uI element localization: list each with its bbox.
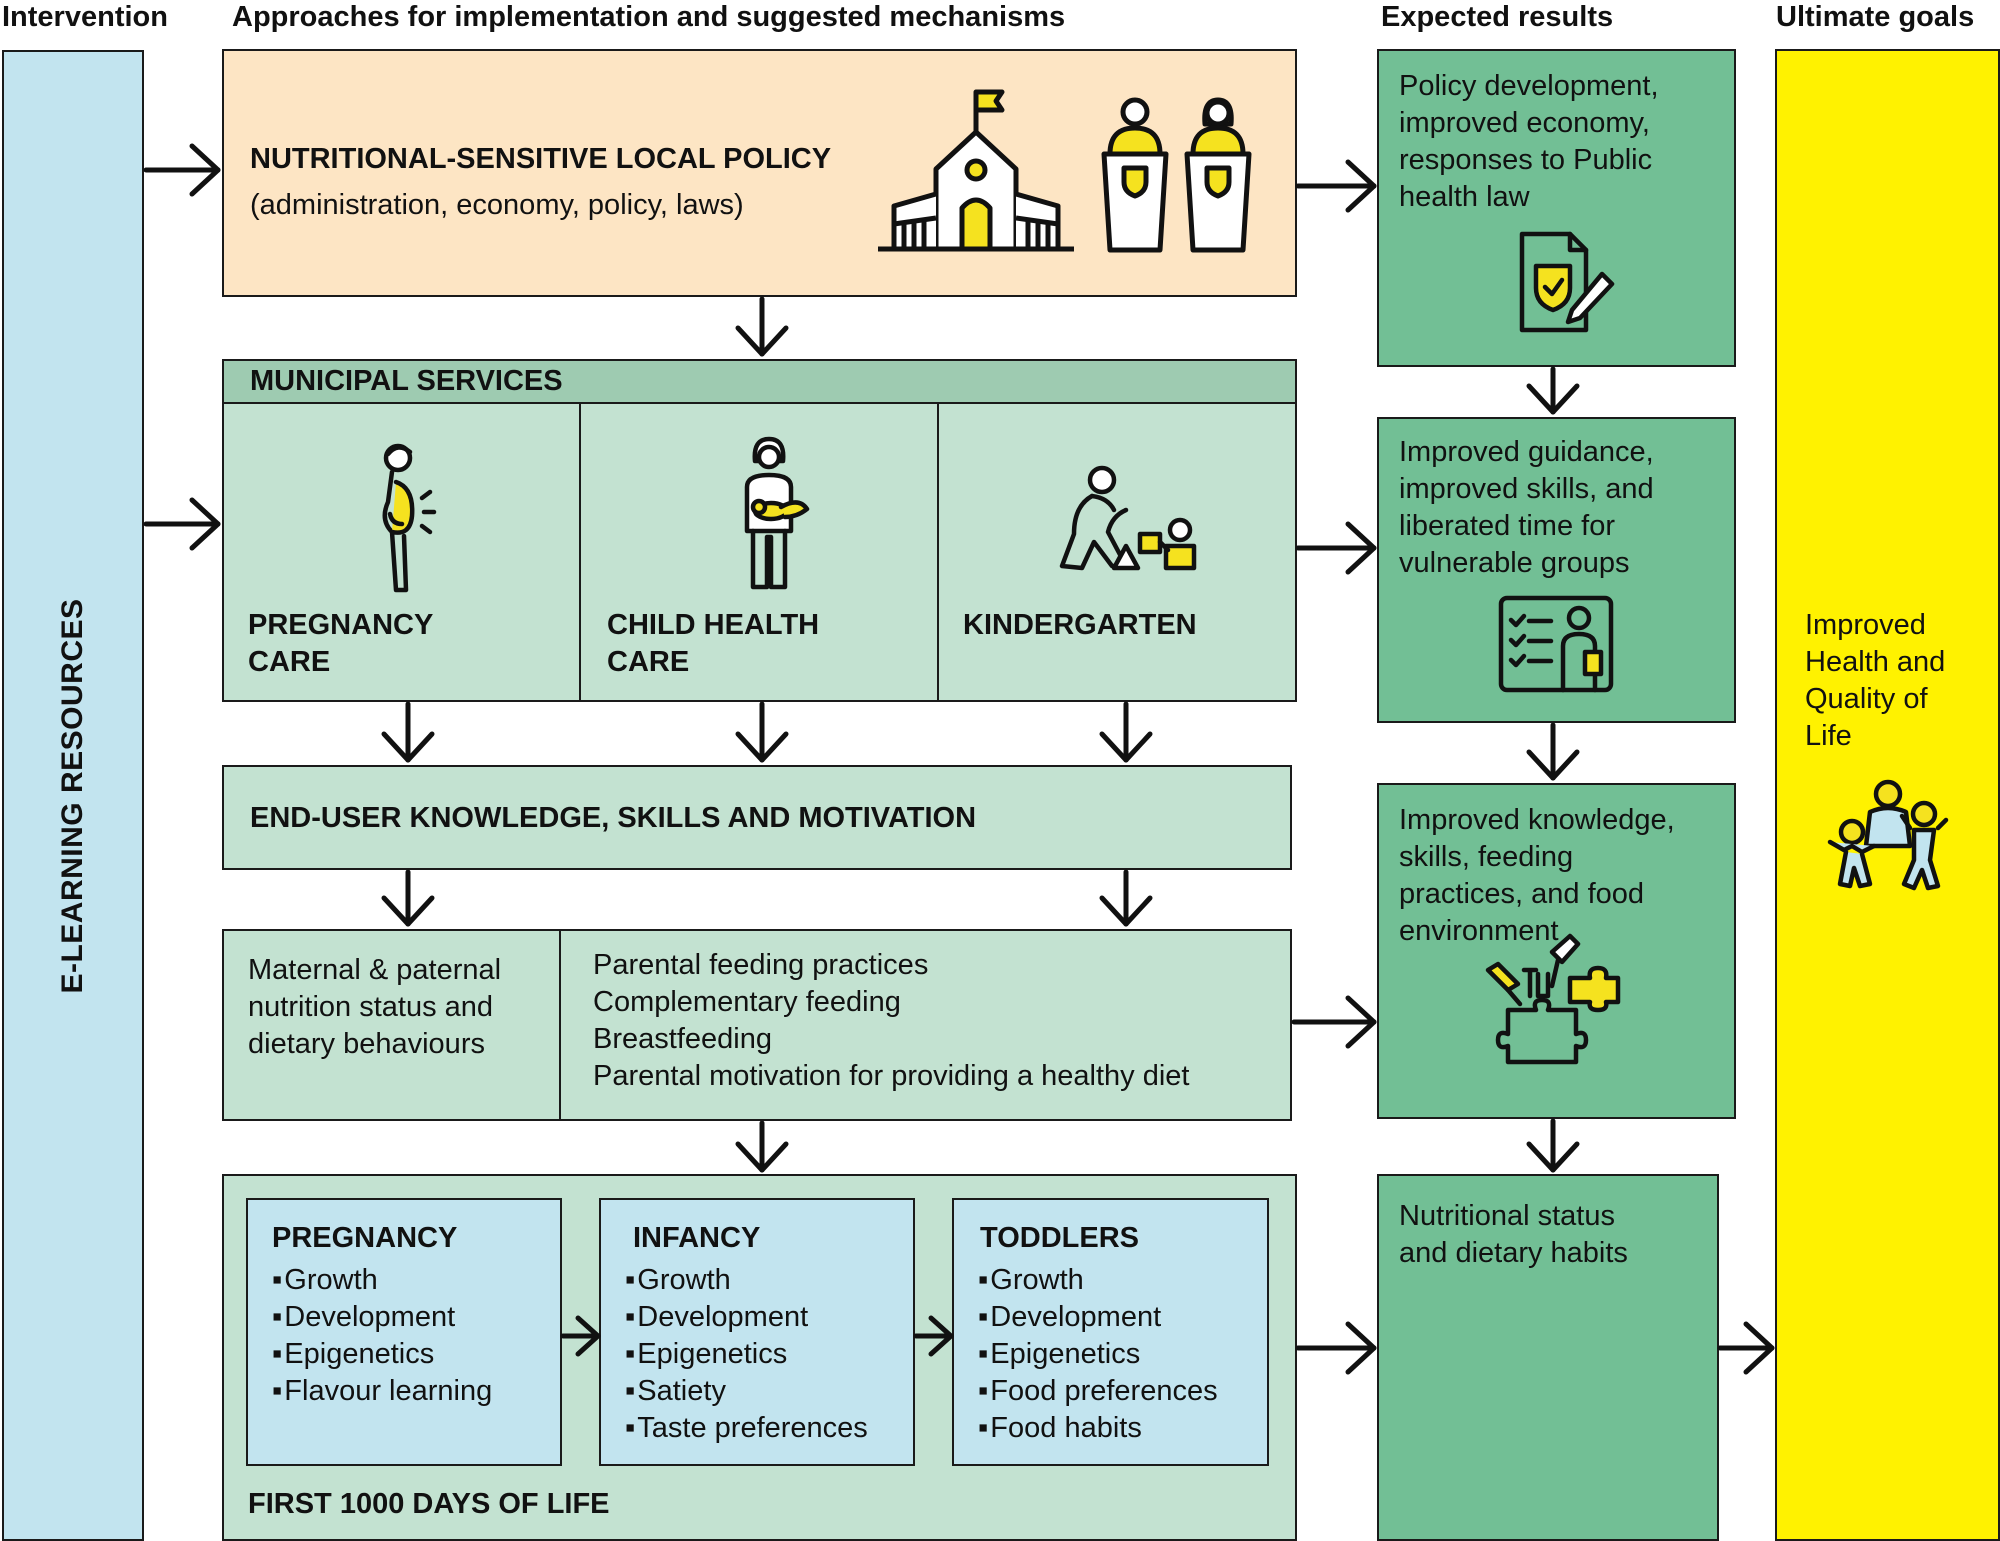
ultimate-goal-line: Life	[1805, 720, 1852, 752]
header-approaches: Approaches for implementation and sugges…	[232, 1, 1066, 33]
speaker-podium-icon	[1101, 97, 1169, 253]
stage-title: TODDLERS	[980, 1222, 1139, 1254]
service-label-line2: CARE	[607, 646, 690, 678]
intervention-box: E-LEARNING RESOURCES	[2, 50, 144, 1541]
arrow-right-icon	[143, 143, 221, 197]
stage-list: Growth Development Epigenetics Satiety T…	[625, 1262, 868, 1447]
ultimate-goal-line: Quality of	[1805, 683, 1928, 715]
header-intervention: Intervention	[2, 1, 168, 33]
stage-item: Growth	[625, 1262, 868, 1299]
stage-item: Development	[978, 1299, 1218, 1336]
end-user-title: END-USER KNOWLEDGE, SKILLS AND MOTIVATIO…	[250, 802, 977, 834]
header-expected-results: Expected results	[1381, 1, 1614, 33]
service-label-line1: KINDERGARTEN	[963, 609, 1197, 641]
pregnant-woman-icon	[382, 443, 437, 593]
stage-item: Epigenetics	[272, 1336, 492, 1373]
stage-item: Satiety	[625, 1373, 868, 1410]
result-line: and dietary habits	[1399, 1237, 1628, 1269]
result-line: liberated time for	[1399, 510, 1615, 542]
behaviour-line: dietary behaviours	[248, 1028, 485, 1060]
practice-line: Parental feeding practices	[593, 949, 929, 981]
arrow-down-icon	[381, 701, 435, 763]
town-hall-icon	[878, 89, 1074, 252]
arrow-down-icon	[1526, 722, 1580, 781]
ultimate-goal-line: Improved	[1805, 609, 1926, 641]
intervention-label: E-LEARNING RESOURCES	[56, 597, 89, 994]
parental-practices-box: Parental feeding practices Complementary…	[559, 929, 1292, 1121]
stage-item: Flavour learning	[272, 1373, 492, 1410]
stage-list: Growth Development Epigenetics Food pref…	[978, 1262, 1218, 1447]
arrow-down-icon	[735, 1120, 789, 1173]
stage-item: Growth	[978, 1262, 1218, 1299]
speaker-podium-icon	[1184, 97, 1252, 253]
arrow-right-icon	[143, 497, 221, 551]
behaviour-line: nutrition status and	[248, 991, 494, 1023]
policy-title: NUTRITIONAL-SENSITIVE LOCAL POLICY	[250, 143, 832, 175]
stage-item: Growth	[272, 1262, 492, 1299]
arrow-down-icon	[381, 869, 435, 927]
municipal-services-header: MUNICIPAL SERVICES	[222, 359, 1297, 404]
arrow-right-icon	[1291, 995, 1377, 1049]
result-line: improved economy,	[1399, 107, 1650, 139]
service-label-line2: CARE	[248, 646, 331, 678]
municipal-services-title: MUNICIPAL SERVICES	[250, 365, 563, 397]
result-line: Improved knowledge,	[1399, 804, 1675, 836]
stage-item: Development	[272, 1299, 492, 1336]
behaviour-line: Maternal & paternal	[248, 954, 502, 986]
result-line: health law	[1399, 181, 1530, 213]
ultimate-goal-line: Health and	[1805, 646, 1946, 678]
result-line: environment	[1399, 915, 1559, 947]
arrow-down-icon	[1099, 869, 1153, 927]
stage-item: Food habits	[978, 1410, 1218, 1447]
result-line: Improved guidance,	[1399, 436, 1654, 468]
result-line: skills, feeding	[1399, 841, 1574, 873]
happy-family-icon	[1827, 779, 1949, 891]
service-kindergarten: KINDERGARTEN	[937, 402, 1297, 702]
result-line: improved skills, and	[1399, 473, 1654, 505]
service-label-line1: PREGNANCY	[248, 609, 434, 641]
service-child-health-care: CHILD HEALTH CARE	[579, 402, 939, 702]
arrow-right-icon	[1295, 1321, 1377, 1375]
parent-with-baby-icon	[744, 436, 810, 590]
stage-pregnancy: PREGNANCY Growth Development Epigenetics…	[246, 1198, 562, 1466]
service-label-line1: CHILD HEALTH	[607, 609, 820, 641]
result-line: practices, and food	[1399, 878, 1645, 910]
stage-title: INFANCY	[633, 1222, 761, 1254]
result-line: Nutritional status	[1399, 1200, 1615, 1232]
arrow-down-icon	[1099, 701, 1153, 763]
result-line: vulnerable groups	[1399, 547, 1630, 579]
stage-item: Epigenetics	[625, 1336, 868, 1373]
stage-infancy: INFANCY Growth Development Epigenetics S…	[599, 1198, 915, 1466]
stage-item: Taste preferences	[625, 1410, 868, 1447]
maternal-paternal-box: Maternal & paternal nutrition status and…	[222, 929, 561, 1121]
child-playing-icon	[1059, 465, 1197, 571]
arrow-down-icon	[1526, 1118, 1580, 1173]
arrow-right-icon	[1717, 1321, 1775, 1375]
practice-line: Complementary feeding	[593, 986, 901, 1018]
stage-title: PREGNANCY	[272, 1222, 458, 1254]
arrow-down-icon	[735, 701, 789, 763]
stage-toddlers: TODDLERS Growth Development Epigenetics …	[952, 1198, 1269, 1466]
puzzle-food-icon	[1485, 933, 1621, 1065]
result-nutritional-status: Nutritional status and dietary habits	[1377, 1174, 1719, 1541]
header-ultimate-goals: Ultimate goals	[1776, 1, 1975, 33]
arrow-down-icon	[1526, 366, 1580, 415]
policy-subtitle: (administration, economy, policy, laws)	[250, 189, 744, 221]
policy-document-icon	[1519, 231, 1615, 333]
end-user-box: END-USER KNOWLEDGE, SKILLS AND MOTIVATIO…	[222, 765, 1292, 870]
result-line: Policy development,	[1399, 70, 1659, 102]
practice-line: Parental motivation for providing a heal…	[593, 1060, 1190, 1092]
stage-item: Development	[625, 1299, 868, 1336]
stage-item: Food preferences	[978, 1373, 1217, 1410]
arrow-down-icon	[735, 296, 789, 357]
stage-list: Growth Development Epigenetics Flavour l…	[272, 1262, 492, 1410]
arrow-right-icon	[1295, 521, 1377, 575]
first-1000-days-label: FIRST 1000 DAYS OF LIFE	[248, 1488, 610, 1520]
stage-item: Epigenetics	[978, 1336, 1218, 1373]
practice-line: Breastfeeding	[593, 1023, 772, 1055]
arrow-right-icon	[1295, 159, 1377, 213]
result-line: responses to Public	[1399, 144, 1653, 176]
checklist-icon	[1498, 595, 1614, 693]
